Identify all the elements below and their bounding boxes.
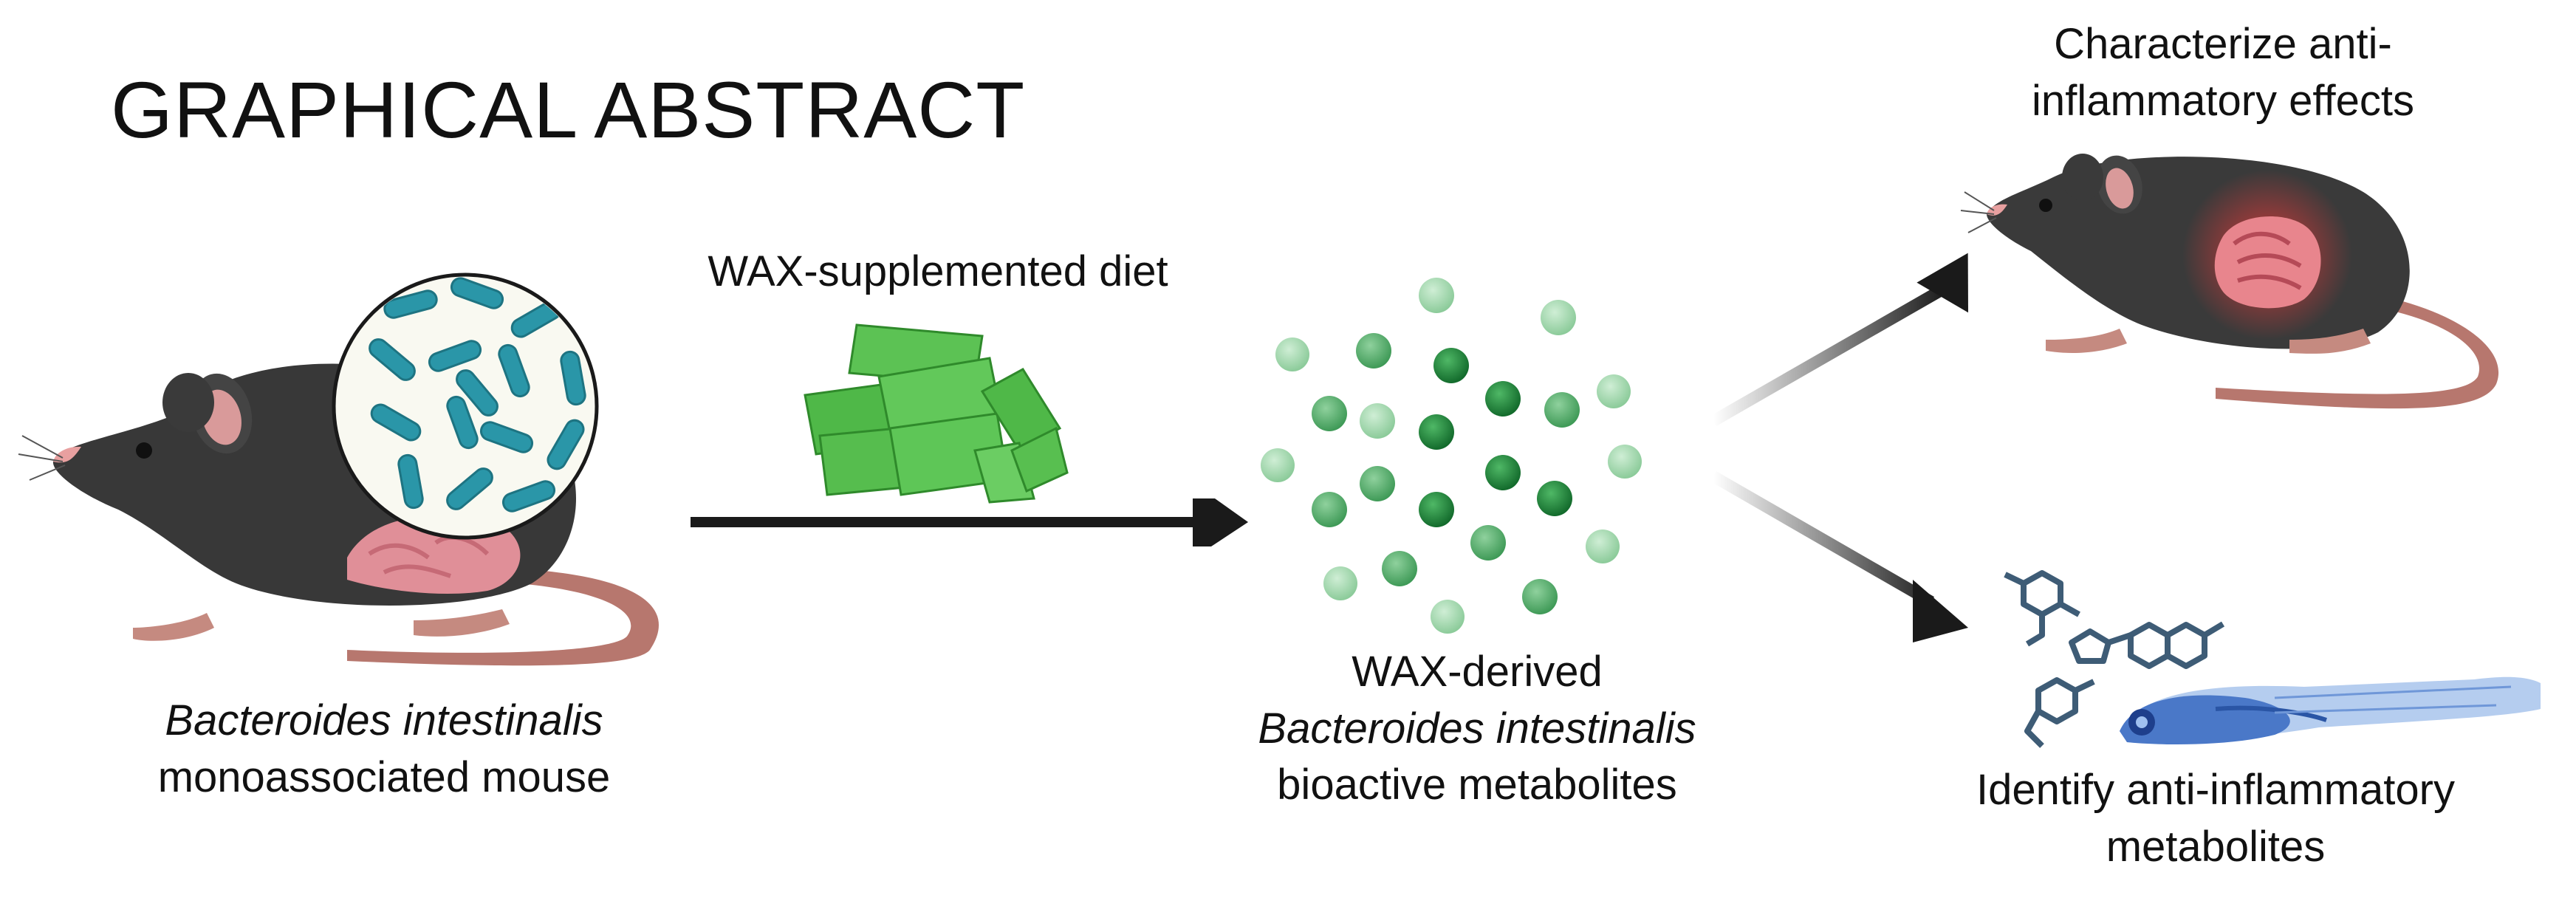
metabolites-caption: WAX-derived Bacteroides intestinalis bio… [1152,644,1802,814]
wax-pellets-icon [804,323,1069,504]
characterize-caption-line1: Characterize anti- [2054,20,2392,68]
identify-caption-line1: Identify anti-inflammatory [1976,766,2455,814]
bacteria-icon [332,273,599,540]
mouse-caption-line2: monoassociated mouse [157,753,611,801]
diet-label: WAX-supplemented diet [708,247,1168,295]
metabolite-dots-icon [1261,278,1642,634]
arrow-to-characterize [1710,253,1968,426]
identify-caption: Identify anti-inflammatory metabolites [1891,762,2541,875]
metabolites-caption-line2: Bacteroides intestinalis [1258,704,1696,753]
zebrafish-icon [2120,676,2541,744]
arrow-to-identify [1710,471,1968,642]
identify-caption-line2: metabolites [2106,822,2326,871]
metabolites-caption-line3: bioactive metabolites [1277,761,1677,809]
characterize-caption: Characterize anti- inflammatory effects [1905,16,2541,129]
inflamed-mouse-icon [1960,154,2499,409]
page-title: GRAPHICAL ABSTRACT [111,65,1026,154]
molecule-icon [2004,570,2225,748]
mouse-caption-line1: Bacteroides intestinalis [165,696,603,744]
mouse-caption: Bacteroides intestinalis monoassociated … [103,693,665,806]
main-arrow [691,498,1248,546]
characterize-caption-line2: inflammatory effects [2032,76,2414,125]
metabolites-caption-line1: WAX-derived [1352,648,1603,696]
